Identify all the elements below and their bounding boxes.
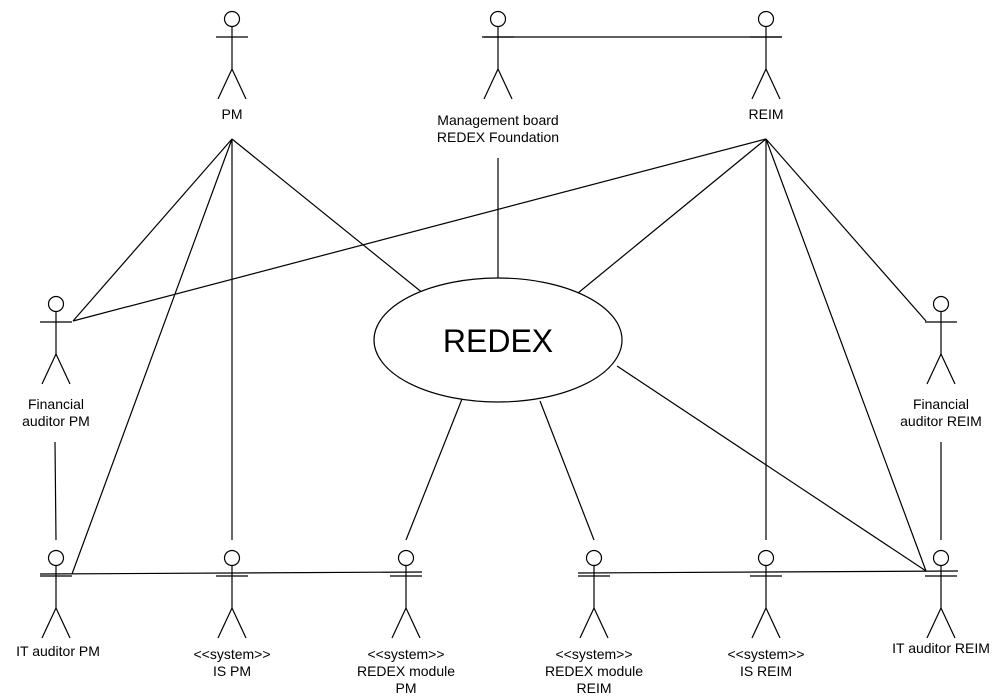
line-reim-fin-pm bbox=[72, 138, 767, 322]
actor-leg-left bbox=[926, 607, 942, 639]
line-redex-it-reim bbox=[616, 365, 927, 572]
actor-label-line: IS REIM bbox=[740, 663, 792, 679]
actor-label-line: IT auditor REIM bbox=[892, 640, 990, 656]
line-pm-fin-pm bbox=[72, 138, 233, 322]
line-pm-it-pm bbox=[71, 138, 233, 575]
actor-leg-right bbox=[231, 68, 247, 100]
actor-head bbox=[932, 549, 950, 567]
actor-label-line: auditor REIM bbox=[900, 413, 982, 429]
actor-leg-left bbox=[926, 353, 942, 385]
actor-leg-right bbox=[765, 68, 781, 100]
actor-leg-left bbox=[483, 68, 499, 100]
use-case-label: REDEX bbox=[443, 323, 553, 359]
actor-label-line: IS PM bbox=[213, 663, 251, 679]
actor-label-line: <<system>> bbox=[727, 646, 804, 662]
line-fin-pm-it-pm bbox=[54, 441, 57, 541]
actor-label-line: auditor PM bbox=[22, 413, 90, 429]
actor-leg-right bbox=[940, 607, 956, 639]
actor-label-line: REIM bbox=[577, 680, 612, 696]
actor-leg-left bbox=[217, 68, 233, 100]
actor-leg-left bbox=[217, 607, 233, 639]
actor-leg-right bbox=[55, 607, 71, 639]
actor-label-line: REDEX module bbox=[545, 663, 643, 679]
actor-is-reim: <<system>>IS REIM bbox=[727, 549, 805, 679]
line-mod-reim-it-reim bbox=[577, 570, 959, 574]
actor-head bbox=[397, 549, 415, 567]
actor-head bbox=[932, 295, 950, 313]
actor-leg-right bbox=[55, 353, 71, 385]
line-it-pm-mod-pm bbox=[39, 571, 423, 575]
actor-it-reim: IT auditor REIM bbox=[892, 549, 990, 656]
actor-reim: REIM bbox=[749, 10, 784, 122]
actor-head bbox=[585, 549, 603, 567]
actor-head bbox=[757, 549, 775, 567]
actor-label-line: IT auditor PM bbox=[16, 643, 100, 659]
actor-label-line: Management board bbox=[437, 112, 558, 128]
use-case-ellipse bbox=[373, 277, 623, 403]
actor-label-line: REIM bbox=[749, 106, 784, 122]
actor-head bbox=[47, 549, 65, 567]
actor-pm: PM bbox=[216, 10, 248, 122]
actor-leg-right bbox=[497, 68, 513, 100]
actor-leg-right bbox=[765, 607, 781, 639]
actor-leg-right bbox=[231, 607, 247, 639]
actor-label-line: REDEX Foundation bbox=[437, 129, 559, 145]
line-reim-fin-reim bbox=[765, 138, 927, 322]
actor-head bbox=[223, 10, 241, 28]
actor-leg-left bbox=[751, 607, 767, 639]
actor-label-line: Financial bbox=[913, 396, 969, 412]
actor-head bbox=[489, 10, 507, 28]
use-case-redex: REDEX bbox=[373, 277, 623, 403]
actor-is-pm: <<system>>IS PM bbox=[193, 549, 271, 679]
association-lines bbox=[39, 36, 959, 575]
line-redex-mod-pm bbox=[405, 398, 463, 541]
actor-label-line: REDEX module bbox=[357, 663, 455, 679]
actor-leg-left bbox=[391, 607, 407, 639]
line-reim-it-reim bbox=[765, 138, 927, 572]
actor-label-line: <<system>> bbox=[555, 646, 632, 662]
actor-label-line: PM bbox=[222, 106, 243, 122]
actor-label-line: Financial bbox=[28, 396, 84, 412]
actor-leg-left bbox=[41, 607, 57, 639]
actor-leg-left bbox=[579, 607, 595, 639]
actor-label-line: <<system>> bbox=[193, 646, 270, 662]
line-pm-redex bbox=[231, 138, 425, 295]
actor-leg-right bbox=[593, 607, 609, 639]
actor-leg-left bbox=[41, 353, 57, 385]
actor-label-line: PM bbox=[396, 680, 417, 696]
actor-leg-left bbox=[751, 68, 767, 100]
actor-head bbox=[223, 549, 241, 567]
actor-label-line: <<system>> bbox=[367, 646, 444, 662]
actor-head bbox=[757, 10, 775, 28]
actor-head bbox=[47, 295, 65, 313]
actor-leg-right bbox=[940, 353, 956, 385]
line-reim-redex bbox=[577, 138, 767, 294]
actor-leg-right bbox=[405, 607, 421, 639]
line-redex-mod-reim bbox=[539, 400, 595, 541]
actor-it-pm: IT auditor PM bbox=[16, 549, 100, 659]
